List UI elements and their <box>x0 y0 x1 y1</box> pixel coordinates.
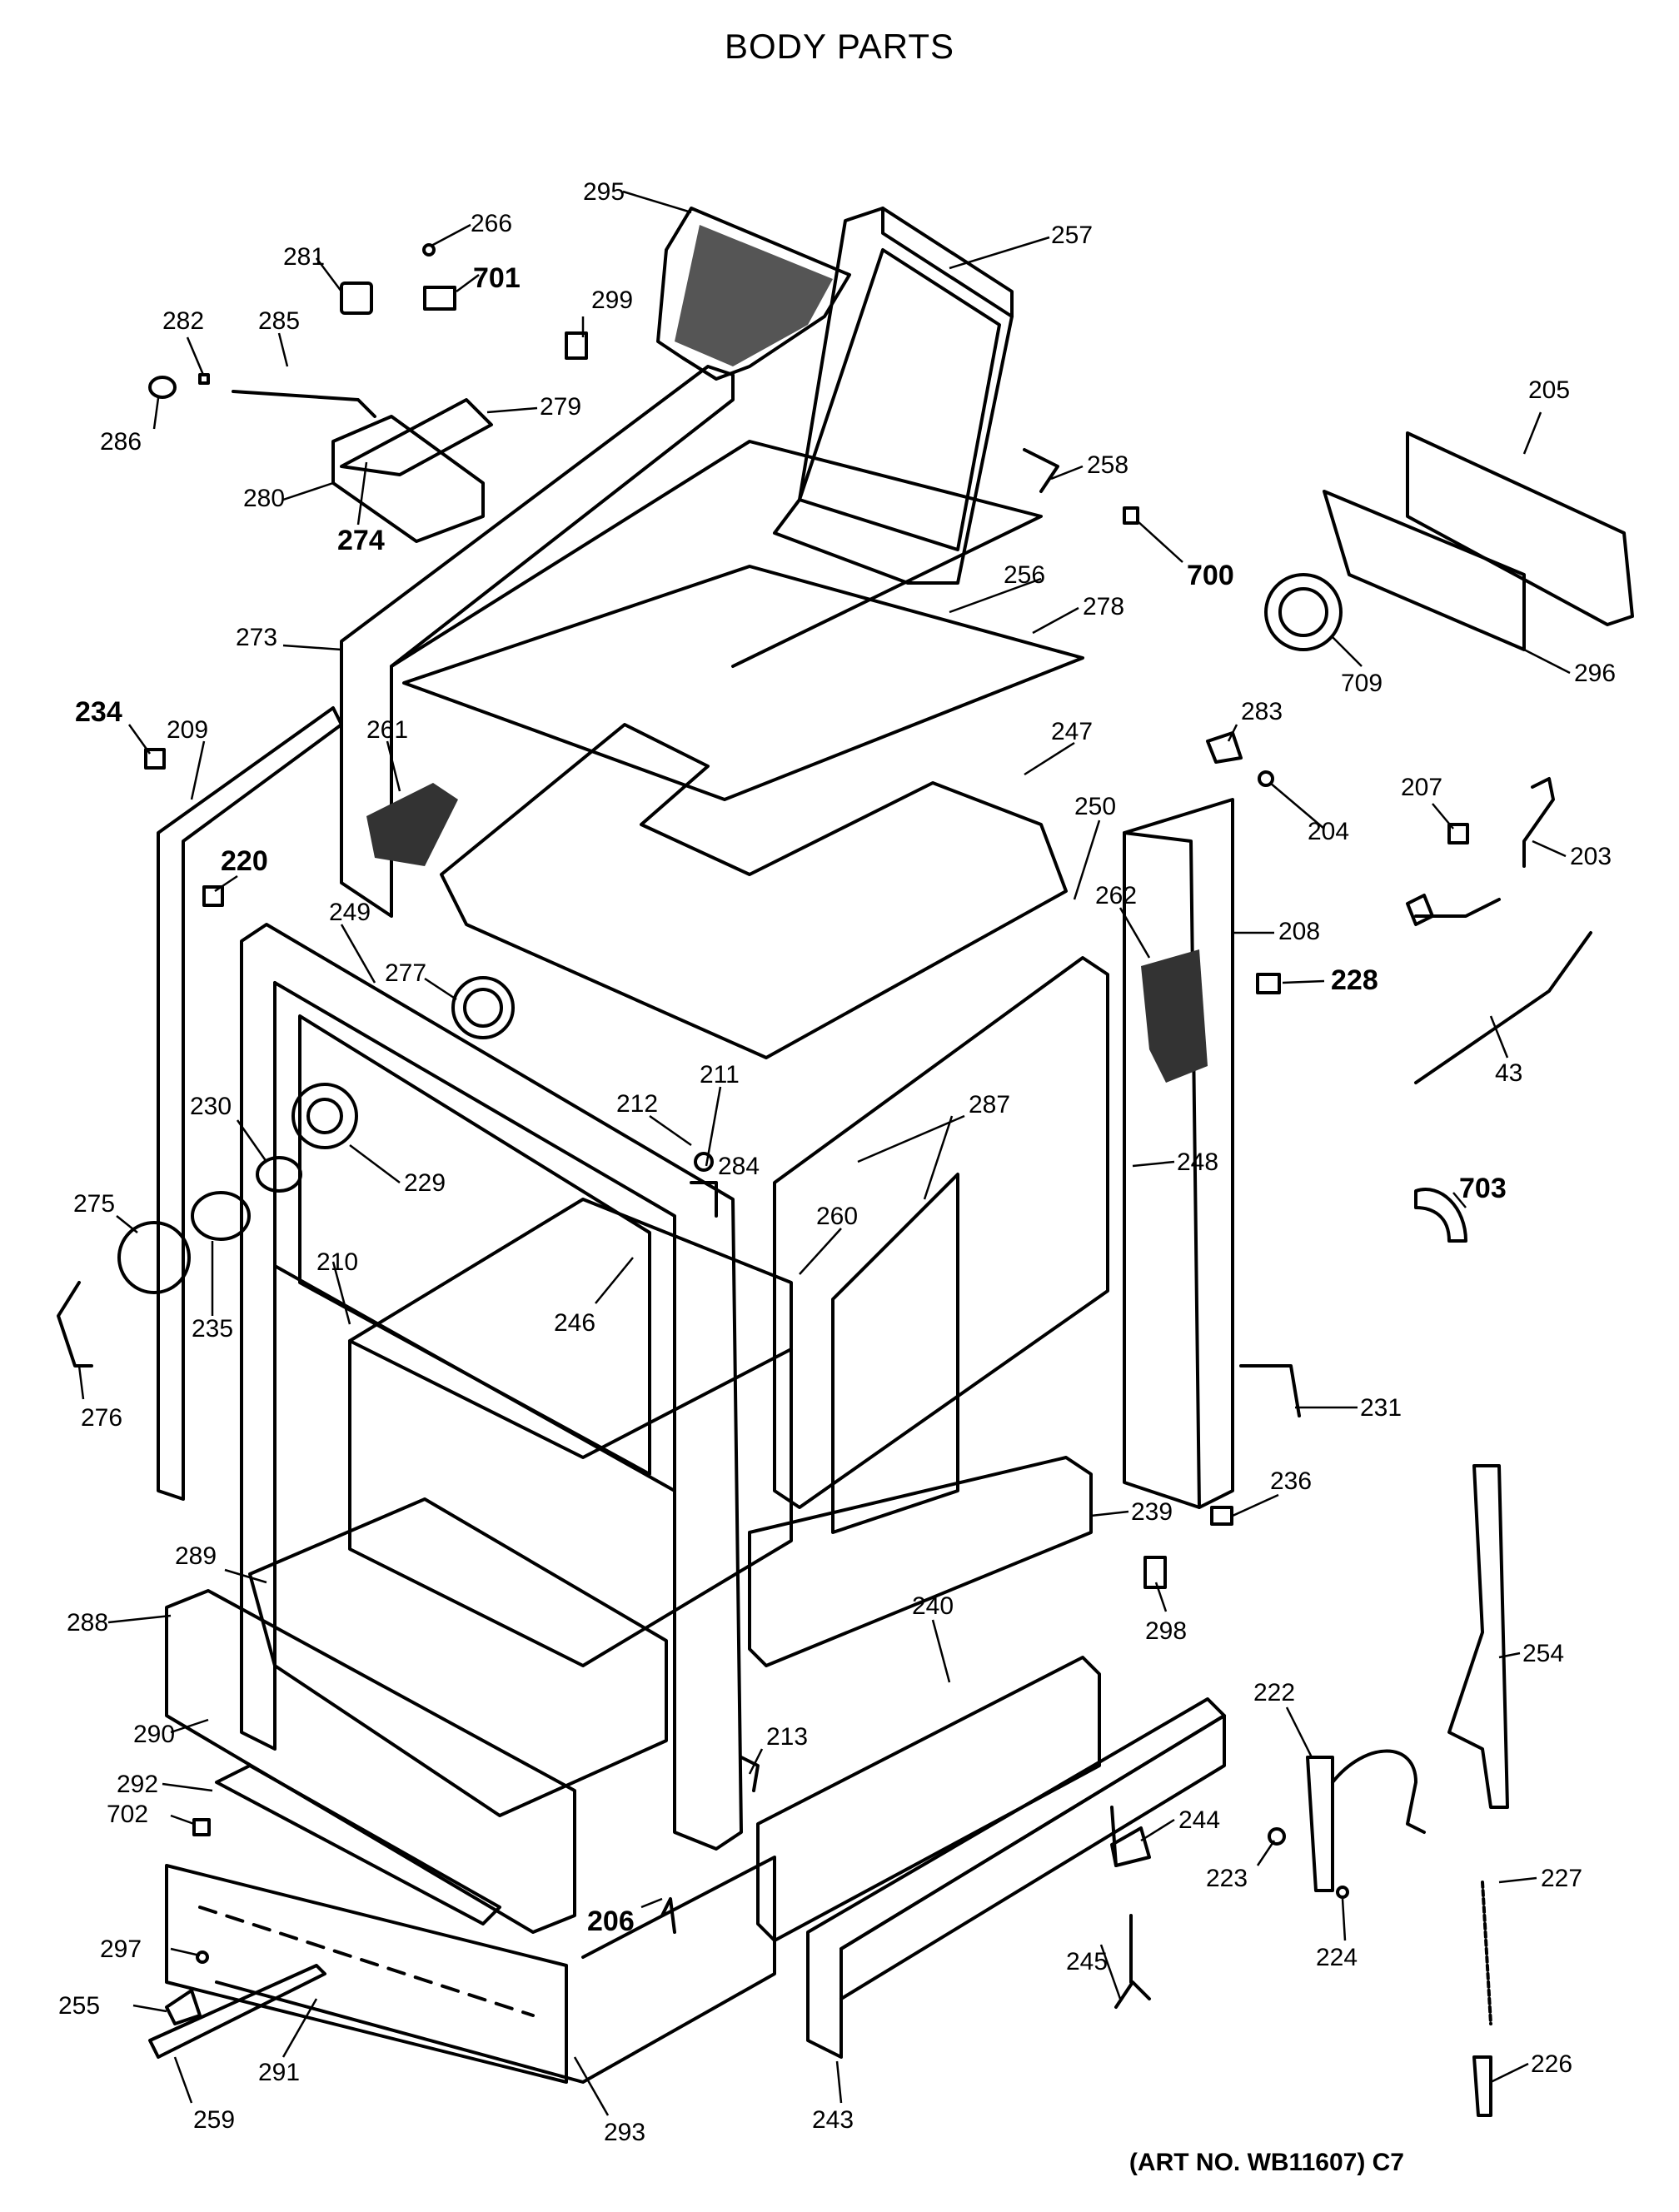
callout-207: 207 <box>1401 774 1442 801</box>
callout-240: 240 <box>912 1592 954 1620</box>
callout-262: 262 <box>1095 882 1137 909</box>
callout-204: 204 <box>1308 818 1349 845</box>
callout-205: 205 <box>1528 376 1570 404</box>
part-291-bottom <box>165 1864 568 2084</box>
callout-287: 287 <box>969 1091 1010 1118</box>
callout-209: 209 <box>167 716 208 744</box>
callout-283: 283 <box>1241 698 1283 725</box>
callout-228: 228 <box>1331 964 1378 996</box>
callout-226: 226 <box>1531 2050 1572 2078</box>
callout-700: 700 <box>1187 560 1234 591</box>
part-208-side-trim <box>1123 798 1234 1509</box>
page-title: BODY PARTS <box>724 27 955 66</box>
callout-249: 249 <box>329 899 371 926</box>
leader-lines <box>77 190 1571 2116</box>
callout-260: 260 <box>816 1203 858 1230</box>
callout-276: 276 <box>81 1404 122 1432</box>
part-240-panel <box>756 1656 1101 1942</box>
callout-206: 206 <box>587 1906 635 1937</box>
callout-256: 256 <box>1004 561 1045 589</box>
part-257-flue <box>773 207 1014 585</box>
part-287-side-panel <box>773 956 1109 1509</box>
callout-211: 211 <box>700 1061 740 1089</box>
callout-702: 702 <box>107 1801 148 1828</box>
callout-280: 280 <box>243 485 285 512</box>
callout-235: 235 <box>192 1315 233 1343</box>
callout-296: 296 <box>1574 660 1616 687</box>
callout-299: 299 <box>591 286 633 314</box>
callout-254: 254 <box>1522 1640 1564 1667</box>
callout-284: 284 <box>718 1153 760 1180</box>
callout-244: 244 <box>1178 1806 1220 1834</box>
callout-275: 275 <box>73 1190 115 1218</box>
part-205-bracket <box>1406 431 1634 626</box>
callout-247: 247 <box>1051 718 1093 745</box>
callout-703: 703 <box>1459 1173 1507 1204</box>
callout-248: 248 <box>1177 1148 1218 1176</box>
callout-203: 203 <box>1570 843 1612 870</box>
callout-281: 281 <box>283 243 325 271</box>
callout-709: 709 <box>1341 670 1383 697</box>
callout-292: 292 <box>117 1771 158 1798</box>
part-709-ring <box>1264 573 1343 651</box>
callout-278: 278 <box>1083 593 1124 620</box>
callout-257: 257 <box>1051 222 1093 249</box>
callout-212: 212 <box>616 1090 658 1118</box>
callout-279: 279 <box>540 393 581 421</box>
callout-274: 274 <box>337 525 385 556</box>
callout-285: 285 <box>258 307 300 335</box>
callout-227: 227 <box>1541 1865 1582 1892</box>
callout-labels: 295 257 266 281 701 299 282 285 279 286 … <box>58 178 1616 2146</box>
callout-701: 701 <box>473 262 521 294</box>
callout-297: 297 <box>100 1936 142 1963</box>
callout-210: 210 <box>316 1248 358 1276</box>
callout-229: 229 <box>404 1169 446 1197</box>
callout-273: 273 <box>236 624 277 651</box>
callout-208: 208 <box>1278 918 1320 945</box>
part-249-front-frame <box>240 923 743 1851</box>
callout-258: 258 <box>1087 451 1128 479</box>
part-drawings <box>57 207 1634 2117</box>
callout-222: 222 <box>1253 1679 1295 1706</box>
part-290-lower-panel <box>165 1589 576 1934</box>
art-number: (ART NO. WB11607) C7 <box>1128 2149 1404 2176</box>
callout-236: 236 <box>1270 1467 1312 1495</box>
callout-239: 239 <box>1131 1498 1173 1526</box>
callout-250: 250 <box>1074 793 1116 820</box>
part-246-cavity <box>348 1198 793 1667</box>
callout-293: 293 <box>604 2119 645 2146</box>
callout-290: 290 <box>133 1721 175 1748</box>
callout-288: 288 <box>67 1609 108 1637</box>
callout-282: 282 <box>162 307 204 335</box>
part-209-side-trim <box>157 706 343 1501</box>
callout-245: 245 <box>1066 1948 1108 1975</box>
callout-289: 289 <box>175 1542 217 1570</box>
part-235-bulb <box>191 1191 251 1241</box>
callout-286: 286 <box>100 428 142 456</box>
callout-43: 43 <box>1495 1059 1522 1087</box>
part-278-top-panel <box>402 565 1084 801</box>
callout-277: 277 <box>385 959 426 987</box>
callout-243: 243 <box>812 2106 854 2134</box>
callout-224: 224 <box>1316 1944 1358 1971</box>
callout-259: 259 <box>193 2106 235 2134</box>
part-273-top-frame <box>340 365 735 918</box>
part-289-broiler <box>248 1497 668 1817</box>
callout-291: 291 <box>258 2059 300 2086</box>
callout-223: 223 <box>1206 1865 1248 1892</box>
callout-246: 246 <box>554 1309 595 1337</box>
part-275-lens <box>117 1221 191 1294</box>
callout-231: 231 <box>1360 1394 1402 1422</box>
callout-234: 234 <box>75 696 122 728</box>
callout-298: 298 <box>1145 1617 1187 1645</box>
callout-213: 213 <box>766 1723 808 1751</box>
callout-266: 266 <box>471 210 512 237</box>
callout-295: 295 <box>583 178 625 206</box>
callout-220: 220 <box>221 845 268 877</box>
callout-230: 230 <box>190 1093 232 1120</box>
callout-261: 261 <box>366 716 408 744</box>
callout-255: 255 <box>58 1992 100 2020</box>
